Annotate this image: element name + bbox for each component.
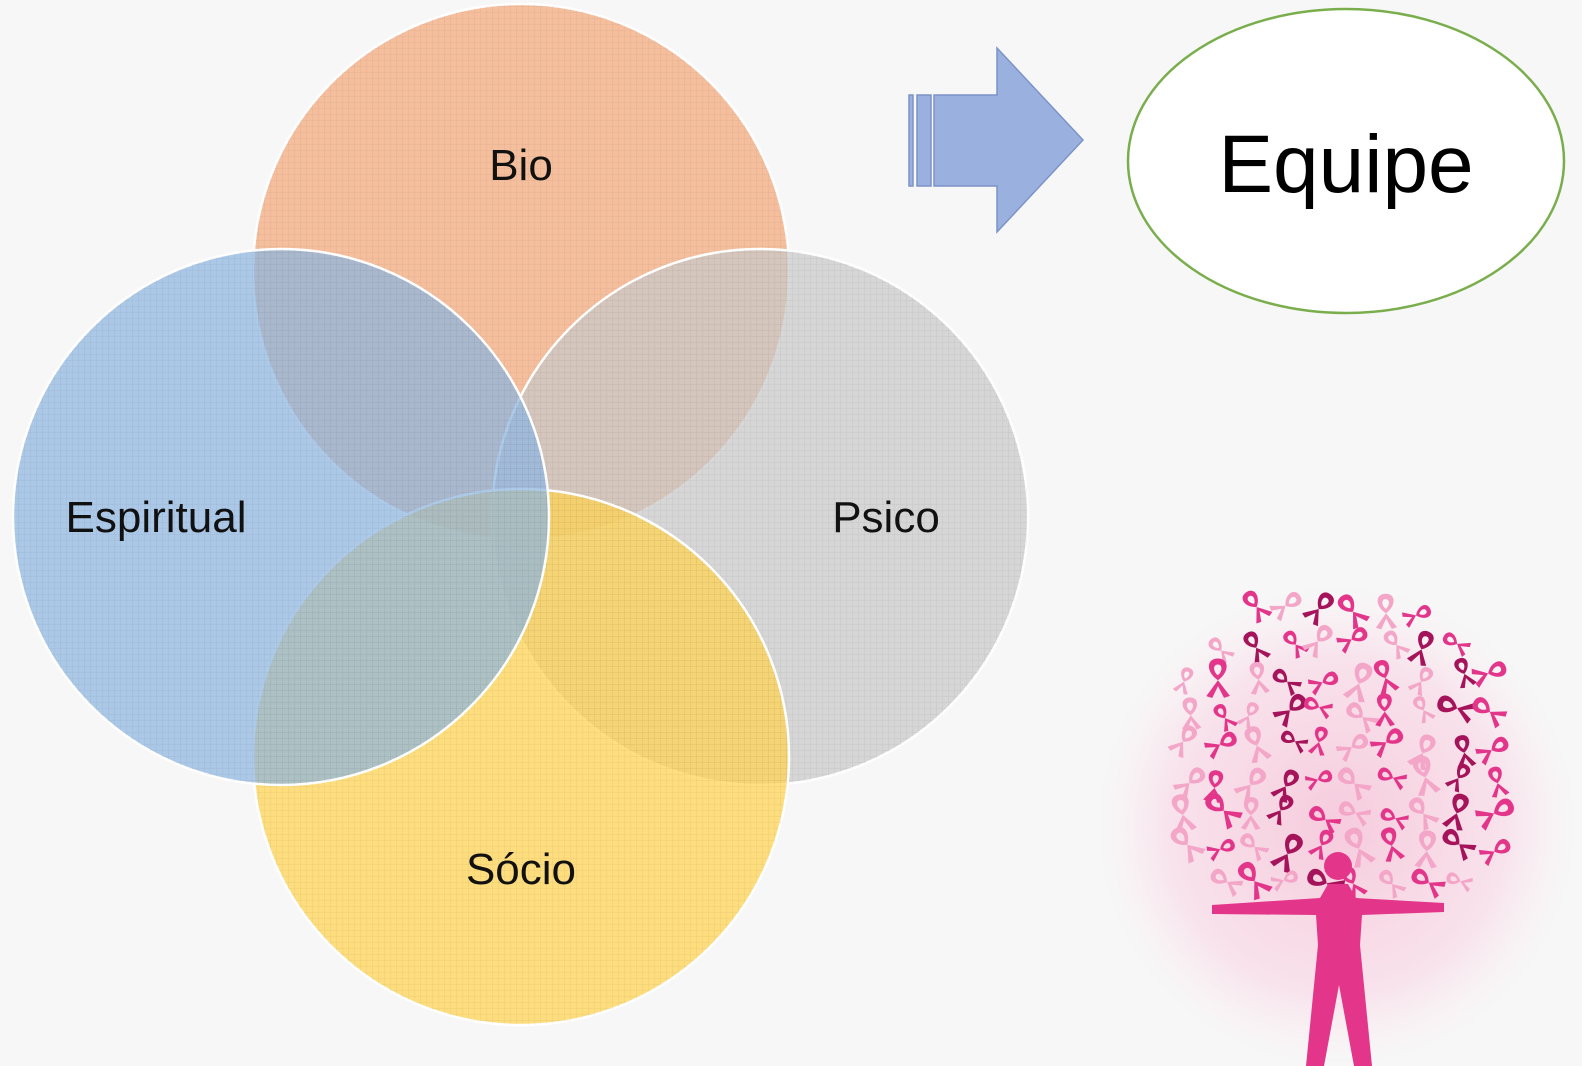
pink-ribbon-tree-icon <box>1097 586 1577 1066</box>
espiritual-circle <box>11 247 551 787</box>
venn-diagram: Bio Psico Sócio Espiritual <box>11 2 1030 1027</box>
psico-label: Psico <box>832 493 940 542</box>
socio-label: Sócio <box>466 845 576 894</box>
arrow-right-icon <box>908 46 1085 234</box>
bio-label: Bio <box>489 141 553 190</box>
equipe-node: Equipe <box>1126 7 1566 315</box>
equipe-label: Equipe <box>1218 119 1473 210</box>
espiritual-label: Espiritual <box>66 493 247 542</box>
